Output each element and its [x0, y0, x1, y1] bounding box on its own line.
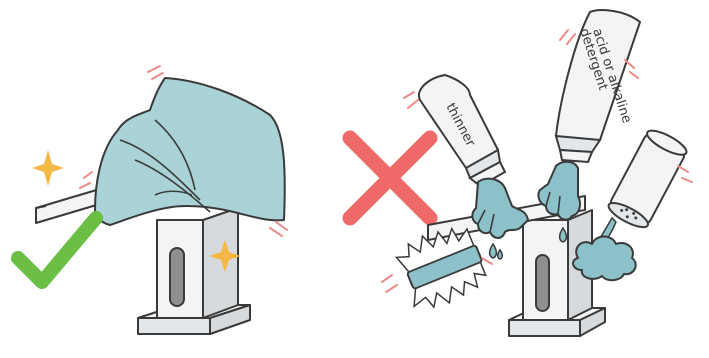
prohibited-cleaning-panel: thinner acid or alkaline detergent	[350, 10, 692, 336]
soft-cloth	[95, 78, 285, 225]
thinner-bottle: thinner	[419, 75, 505, 186]
correct-cleaning-panel	[18, 66, 287, 334]
powder-container	[606, 126, 690, 231]
sensor-window	[170, 248, 184, 306]
check-mark-icon	[18, 218, 96, 282]
detergent-bottle: acid or alkaline detergent	[556, 10, 640, 162]
powder-cloud	[573, 237, 636, 281]
sparkle-icon	[32, 150, 64, 186]
cross-mark-icon	[350, 138, 430, 218]
powder-motion-marks	[678, 166, 692, 182]
sensor-window	[536, 255, 549, 311]
